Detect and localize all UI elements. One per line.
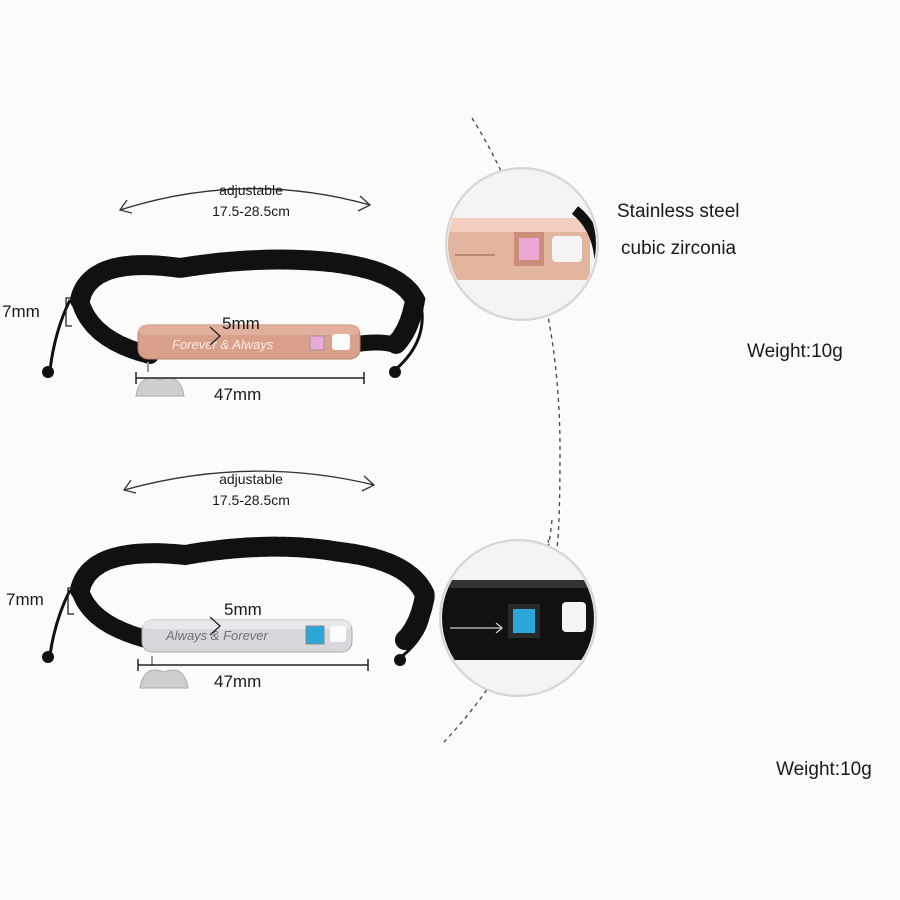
engraving-top: Forever & Always bbox=[172, 337, 274, 352]
length-label-top: 47mm bbox=[214, 385, 262, 404]
height-label-bottom: 7mm bbox=[6, 590, 44, 609]
adjustable-label-bottom: adjustable bbox=[219, 471, 283, 487]
length-label-bottom: 47mm bbox=[214, 672, 262, 691]
material-label: Stainless steel bbox=[617, 201, 740, 222]
height-label-top: 7mm bbox=[2, 302, 40, 321]
width-label-top: 5mm bbox=[222, 314, 260, 333]
size-range-bottom: 17.5-28.5cm bbox=[212, 492, 290, 508]
weight-label-bottom: Weight:10g bbox=[776, 759, 872, 780]
stone-label: cubic zirconia bbox=[621, 238, 737, 259]
weight-label-top: Weight:10g bbox=[747, 341, 843, 362]
engraving-bottom: Always & Forever bbox=[166, 628, 268, 643]
adjustable-label-top: adjustable bbox=[219, 182, 283, 198]
size-range-top: 17.5-28.5cm bbox=[212, 203, 290, 219]
width-label-bottom: 5mm bbox=[224, 600, 262, 619]
